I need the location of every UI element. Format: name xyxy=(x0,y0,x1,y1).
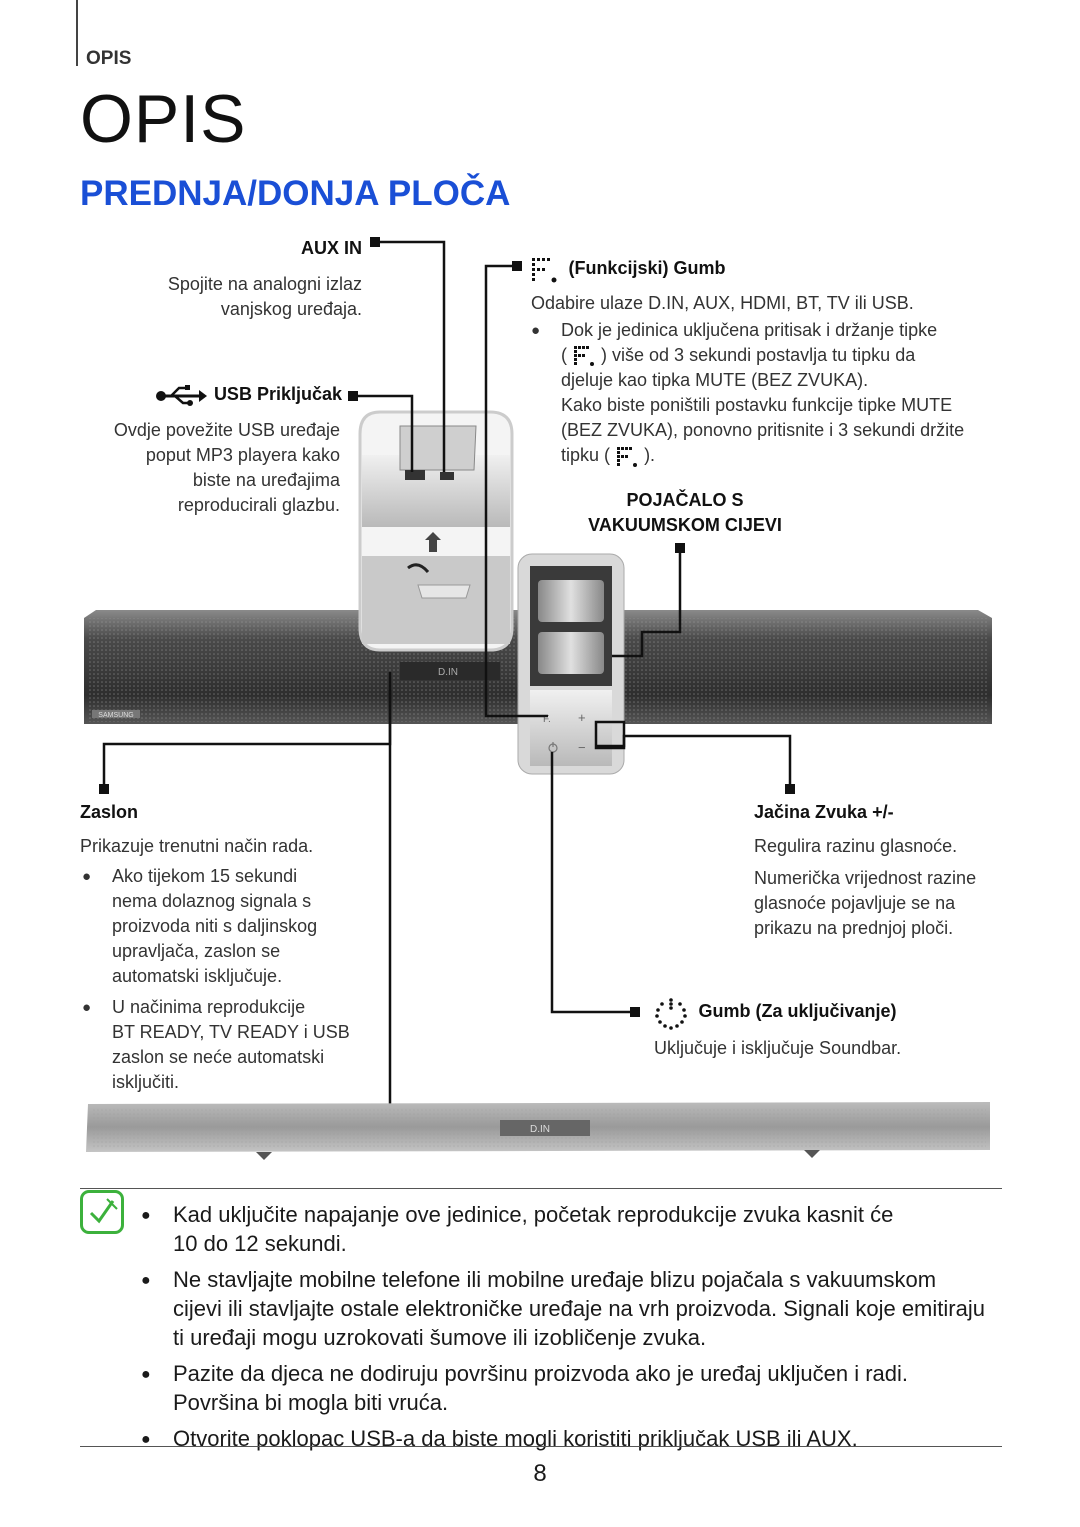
soundbar-diagram: SAMSUNG D.IN F. + − xyxy=(84,237,992,1160)
notes-list: Kad uključite napajanje ove jedinice, po… xyxy=(141,1200,1011,1460)
function-f-icon xyxy=(617,446,638,467)
note-check-icon xyxy=(80,1190,124,1234)
aux-port xyxy=(440,472,454,480)
section-tab-bar xyxy=(76,0,78,66)
usb-desc-line: poput MP3 playera kako xyxy=(145,445,340,465)
usb-aux-closeup xyxy=(358,410,514,652)
aux-in-description: Spojite na analogni izlaz vanjskog uređa… xyxy=(120,272,362,322)
usb-port xyxy=(405,470,425,480)
function-bullet-line: (BEZ ZVUKA), ponovno pritisnite i 3 seku… xyxy=(561,420,965,441)
function-button-bullet: ● Dok je jedinica uključena pritisak i d… xyxy=(531,318,1051,469)
volume-label: Jačina Zvuka +/- xyxy=(754,802,894,822)
function-button-desc: Odabire ulaze D.IN, AUX, HDMI, BT, TV il… xyxy=(531,293,914,313)
aux-desc-line-2: vanjskog uređaja. xyxy=(220,299,362,319)
tube-amp-label-line-1: POJAČALO S xyxy=(626,490,744,510)
function-bullet-line: djeluje kao tipka MUTE (BEZ ZVUKA). xyxy=(561,370,869,391)
usb-label: USB Priključak xyxy=(213,384,342,404)
power-desc: Uključuje i isključuje Soundbar. xyxy=(654,1038,902,1058)
volume-down-key[interactable]: − xyxy=(578,740,586,755)
usb-desc-line: biste na uređajima xyxy=(192,470,340,490)
up-arrow-icon xyxy=(425,532,441,552)
display-text: D.IN xyxy=(438,667,458,678)
section-subtitle: PREDNJA/DONJA PLOČA xyxy=(80,174,511,213)
volume-up-key[interactable]: + xyxy=(578,710,586,725)
aux-desc-line-1: Spojite na analogni izlaz xyxy=(167,274,362,294)
callout-squares xyxy=(99,237,795,1017)
display-label: Zaslon xyxy=(80,802,139,822)
vacuum-tube-2 xyxy=(538,632,604,674)
usb-label-row: USB Priključak xyxy=(116,384,342,407)
brand-logo xyxy=(92,710,140,718)
power-icon xyxy=(655,998,687,1030)
display-bullets: ● Ako tijekom 15 sekundi nema dolaznog s… xyxy=(82,864,382,1095)
function-bullet-line-6: tipku ( ). xyxy=(561,443,1051,468)
usb-description: Ovdje povežite USB uređaje poput MP3 pla… xyxy=(60,418,340,518)
power-label-row: Gumb (Za uključivanje) xyxy=(652,994,897,1032)
note-item: Ne stavljajte mobilne telefone ili mobil… xyxy=(141,1265,1011,1352)
power-label: Gumb (Za uključivanje) xyxy=(698,1001,897,1022)
usb-desc-line: reproducirali glazbu. xyxy=(177,495,340,515)
page-number: 8 xyxy=(533,1460,547,1487)
function-bullet-line-2: ( ) više od 3 sekundi postavlja tu tipku… xyxy=(561,343,1051,368)
aux-in-label: AUX IN xyxy=(300,238,362,258)
notes-bottom-rule xyxy=(80,1446,1002,1447)
display-desc: Prikazuje trenutni način rada. xyxy=(80,836,314,856)
tube-amp-window xyxy=(517,553,625,775)
function-bullet-line: Kako biste poništili postavku funkcije t… xyxy=(561,395,953,416)
curved-arrow-icon xyxy=(407,563,430,573)
usb-icon xyxy=(156,384,208,406)
bottom-display-text: D.IN xyxy=(530,1124,550,1135)
function-button-label: (Funkcijski) Gumb xyxy=(568,258,726,279)
function-f-icon xyxy=(574,346,595,367)
display-window xyxy=(400,662,500,680)
note-item: Pazite da djeca ne dodiruju površinu pro… xyxy=(141,1359,1011,1417)
display-bullet-1: ● Ako tijekom 15 sekundi nema dolaznog s… xyxy=(82,866,318,986)
function-bullet-line: Dok je jedinica uključena pritisak i drž… xyxy=(561,320,938,340)
note-item: Kad uključite napajanje ove jedinice, po… xyxy=(141,1200,1011,1258)
volume-desc-2: Numerička vrijednost razine glasnoće poj… xyxy=(754,868,977,938)
function-button-label-row: (Funkcijski) Gumb xyxy=(530,256,725,284)
brand-text: SAMSUNG xyxy=(98,712,133,719)
soundbar-bottom: D.IN xyxy=(86,1102,990,1160)
notes-top-rule xyxy=(80,1188,1002,1189)
note-item: Otvorite poklopac USB-a da biste mogli k… xyxy=(141,1424,1011,1454)
section-tab: OPIS xyxy=(86,48,132,69)
function-key[interactable]: F. xyxy=(543,714,551,725)
function-f-icon xyxy=(532,258,557,283)
page-title: OPIS xyxy=(80,81,247,157)
tube-amp-label: POJAČALO S VAKUUMSKOM CIJEVI xyxy=(540,490,830,536)
display-bullet-2: ● U načinima reprodukcije BT READY, TV R… xyxy=(82,997,350,1092)
vacuum-tube-1 xyxy=(538,580,604,622)
usb-desc-line: Ovdje povežite USB uređaje xyxy=(113,420,340,440)
tube-amp-label-line-2: VAKUUMSKOM CIJEVI xyxy=(588,515,782,535)
volume-desc: Regulira razinu glasnoće. xyxy=(754,836,958,856)
